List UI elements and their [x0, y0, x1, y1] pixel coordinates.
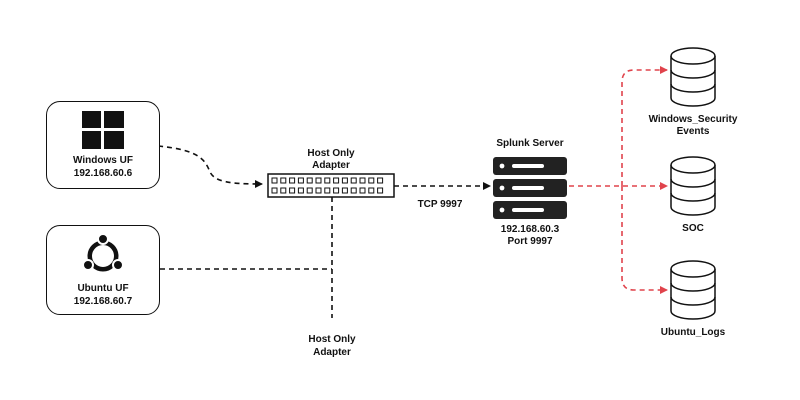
ubuntu-uf-name: Ubuntu UF: [77, 283, 129, 294]
switch-port: [297, 187, 304, 194]
switch-port: [333, 177, 340, 184]
server-ip: 192.168.60.3: [500, 224, 560, 235]
switch-port: [377, 177, 384, 184]
switch-port: [280, 187, 287, 194]
switch-port: [350, 177, 357, 184]
server-to-ubuntu-logs-link: [621, 186, 668, 294]
windows-to-switch-link: [157, 145, 263, 188]
switch-port: [289, 187, 296, 194]
switch-port: [350, 187, 357, 194]
switch-port: [280, 177, 287, 184]
server-port: Port 9997: [507, 236, 553, 247]
switch-port: [341, 177, 348, 184]
host-adapter-bottom-line1: Host Only: [308, 334, 356, 345]
index-label-ubuntu-logs: Ubuntu_Logs: [660, 327, 726, 338]
switch-port: [315, 187, 322, 194]
switch-port: [333, 187, 340, 194]
server-title: Splunk Server: [496, 138, 564, 149]
windows-uf-node[interactable]: Windows UF 192.168.60.6: [46, 101, 160, 189]
server-rack-icon: [493, 157, 567, 219]
host-adapter-bottom-line2: Adapter: [313, 347, 351, 358]
switch-port: [271, 187, 278, 194]
ubuntu-uf-node[interactable]: Ubuntu UF 192.168.60.7: [46, 225, 160, 315]
switch-port: [359, 187, 366, 194]
ubuntu-logo-icon: [82, 234, 124, 275]
switch-port: [359, 177, 366, 184]
switch-port: [315, 177, 322, 184]
database-icon-ubuntu-logs: [670, 260, 716, 320]
switch-port: [368, 187, 375, 194]
windows-uf-name: Windows UF: [73, 155, 133, 166]
switch-port: [306, 177, 313, 184]
tcp-link-label: TCP 9997: [417, 199, 463, 210]
windows-uf-ip: 192.168.60.6: [73, 168, 133, 179]
index-label-windows-security-line1: Windows_Security: [648, 114, 738, 125]
switch-port: [306, 187, 313, 194]
switch-port: [271, 177, 278, 184]
switch-title-line1: Host Only: [307, 148, 355, 159]
index-label-windows-security-line2: Events: [676, 126, 710, 137]
windows-logo-icon: [82, 111, 124, 149]
database-icon-windows-security: [670, 47, 716, 107]
database-icon-soc: [670, 156, 716, 216]
switch-port: [324, 177, 331, 184]
switch-port: [341, 187, 348, 194]
switch-port: [324, 187, 331, 194]
ubuntu-uf-ip: 192.168.60.7: [73, 296, 133, 307]
switch-port: [377, 187, 384, 194]
switch-port: [297, 177, 304, 184]
switch-port: [368, 177, 375, 184]
index-label-soc: SOC: [682, 223, 704, 234]
network-switch-icon: [267, 173, 395, 198]
switch-port: [289, 177, 296, 184]
switch-title-line2: Adapter: [312, 160, 350, 171]
